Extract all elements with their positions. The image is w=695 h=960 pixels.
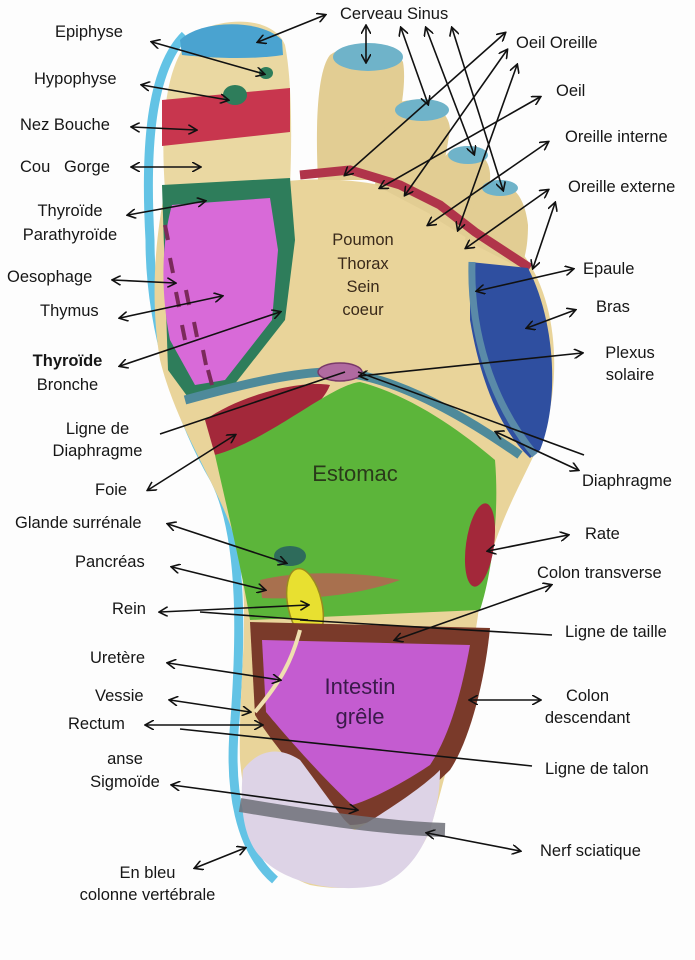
spleen bbox=[464, 503, 496, 587]
arrow-thyroide bbox=[128, 201, 205, 215]
arrow-vessie bbox=[170, 700, 250, 712]
label-oesophage: Oesophage bbox=[7, 268, 93, 286]
arrow-oesophage bbox=[113, 280, 175, 283]
adrenal-gland bbox=[274, 546, 306, 566]
label-solaire: solaire bbox=[605, 366, 655, 384]
arrow-oreille-externe-2 bbox=[533, 203, 555, 268]
label-foie: Foie bbox=[95, 481, 128, 499]
label-hypophyse: Hypophyse bbox=[34, 70, 117, 88]
hypophyse-dot bbox=[223, 85, 247, 105]
label-descendant: descendant bbox=[544, 709, 631, 727]
arrow-diaphragme bbox=[496, 432, 578, 470]
label-rate: Rate bbox=[585, 525, 620, 543]
label-bronche: Bronche bbox=[36, 376, 99, 394]
label-sigmoide: Sigmoïde bbox=[90, 773, 160, 791]
toe-2-tip bbox=[333, 43, 403, 71]
label-rein: Rein bbox=[112, 600, 146, 618]
label-thyroide-bold: Thyroïde bbox=[32, 352, 103, 370]
label-vessie: Vessie bbox=[95, 687, 144, 705]
label-oeil-oreille: Oeil Oreille bbox=[516, 34, 598, 52]
arrow-colon-transverse bbox=[395, 585, 551, 640]
arrow-epaule bbox=[477, 269, 573, 291]
label-oreille-externe: Oreille externe bbox=[568, 178, 676, 196]
arrow-epiphyse bbox=[152, 42, 264, 74]
arrow-thyroide-bronche bbox=[120, 312, 280, 366]
label-rectum: Rectum bbox=[68, 715, 125, 733]
arrow-rate bbox=[488, 535, 568, 551]
label-ligne-de-taille: Ligne de taille bbox=[565, 623, 667, 641]
arrow-colonne bbox=[195, 848, 245, 868]
line-rein bbox=[199, 611, 309, 621]
label-epaule: Epaule bbox=[583, 260, 635, 278]
arrow-foie bbox=[148, 435, 235, 490]
label-parathyroide: Parathyroïde bbox=[22, 226, 118, 244]
arrow-rein bbox=[160, 605, 308, 612]
label-nez-bouche: Nez Bouche bbox=[20, 116, 110, 134]
label-glande-surrenale: Glande surrénale bbox=[15, 514, 142, 532]
label-thyroide: Thyroïde bbox=[37, 202, 103, 220]
arrow-nez-bouche bbox=[132, 127, 196, 130]
inner-label-coeur: coeur bbox=[342, 301, 384, 319]
arrow-cerveau-bigtoe bbox=[258, 15, 325, 42]
label-epiphyse: Epiphyse bbox=[55, 23, 123, 41]
label-cou-gorge: Cou Gorge bbox=[20, 158, 110, 176]
ureter bbox=[253, 629, 302, 714]
arrow-cerveau-toe3 bbox=[401, 28, 428, 104]
line-ligne-de-talon bbox=[179, 728, 533, 767]
inner-label-poumon: Poumon bbox=[332, 231, 394, 249]
arrow-sigmoide bbox=[172, 785, 357, 810]
label-ligne-de: Ligne de bbox=[65, 420, 130, 438]
arrow-uretere bbox=[168, 663, 280, 680]
toe-3-tip bbox=[395, 99, 449, 121]
label-cerveau-sinus: Cerveau Sinus bbox=[340, 5, 449, 23]
label-diaphragme-right: Diaphragme bbox=[582, 472, 672, 490]
inner-label-sein: Sein bbox=[346, 278, 380, 296]
label-oeil: Oeil bbox=[556, 82, 586, 100]
inner-label-grele: grêle bbox=[335, 704, 385, 729]
label-uretere: Uretère bbox=[90, 649, 146, 667]
label-thymus: Thymus bbox=[40, 302, 99, 320]
line-ligne-diaphragme bbox=[159, 371, 346, 435]
line-ligne-de-taille bbox=[299, 619, 553, 636]
label-bras: Bras bbox=[596, 298, 630, 316]
label-en-bleu: En bleu bbox=[119, 864, 176, 882]
label-nerf-sciatique: Nerf sciatique bbox=[540, 842, 641, 860]
inner-label-estomac: Estomac bbox=[312, 461, 398, 486]
arrow-nerf-sciatique bbox=[427, 833, 520, 851]
arrow-bras bbox=[527, 310, 575, 328]
inner-label-thorax: Thorax bbox=[337, 255, 389, 273]
label-diaphragme-left: Diaphragme bbox=[52, 442, 143, 460]
arrow-plexus bbox=[360, 353, 582, 376]
small-intestine bbox=[262, 640, 470, 805]
label-colonne-vertebrale: colonne vertébrale bbox=[79, 886, 216, 904]
label-colon: Colon bbox=[565, 687, 610, 705]
label-anse: anse bbox=[107, 750, 143, 768]
arrow-hypophyse bbox=[142, 85, 228, 100]
annotation-arrows bbox=[113, 15, 584, 868]
label-ligne-de-talon: Ligne de talon bbox=[545, 760, 649, 778]
inner-label-intestin: Intestin bbox=[324, 674, 396, 699]
arrow-pancreas bbox=[172, 567, 265, 590]
label-oreille-interne: Oreille interne bbox=[565, 128, 668, 146]
label-colon-transverse: Colon transverse bbox=[537, 564, 662, 582]
label-pancreas: Pancréas bbox=[75, 553, 145, 571]
arrow-oreille-interne bbox=[428, 142, 548, 225]
arrow-glande-surrenale bbox=[168, 524, 286, 563]
label-plexus: Plexus bbox=[605, 344, 655, 362]
arrow-oreille-externe bbox=[466, 190, 548, 248]
